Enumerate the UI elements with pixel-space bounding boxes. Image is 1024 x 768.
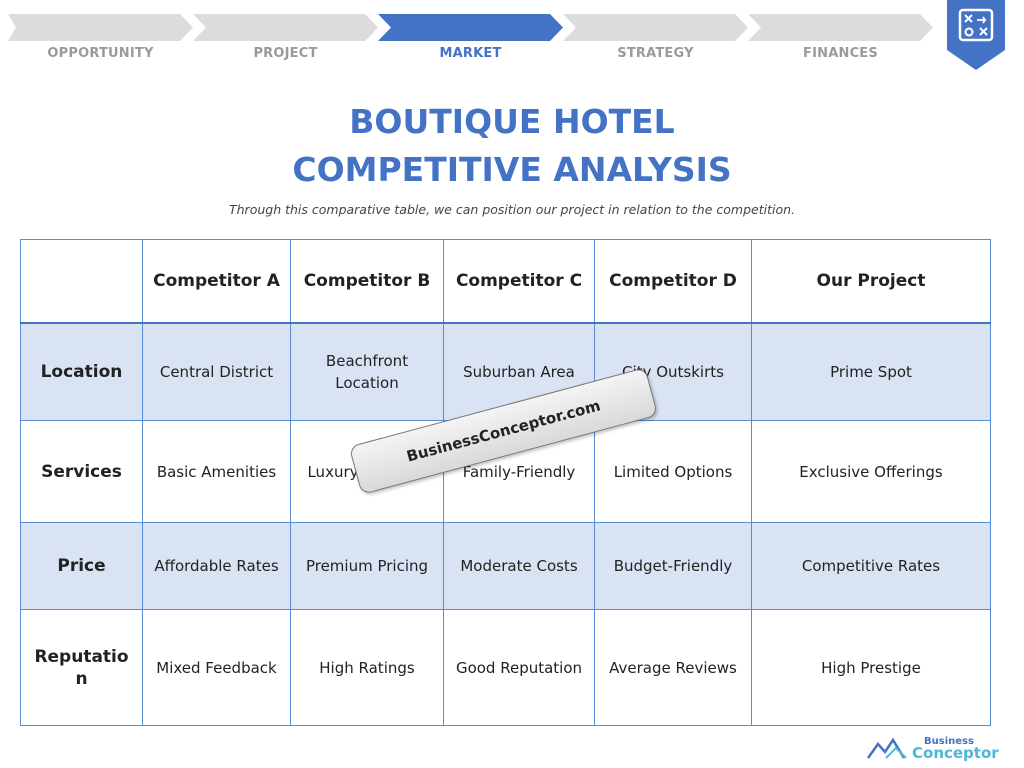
row-label-reputation: Reputation	[20, 609, 143, 726]
page-subtitle: Through this comparative table, we can p…	[229, 202, 795, 217]
strategy-board-icon	[947, 0, 1005, 70]
table-cell: Basic Amenities	[142, 420, 291, 523]
step-finances[interactable]: FINANCES	[748, 14, 933, 66]
table-cell: Limited Options	[594, 420, 752, 523]
step-opportunity[interactable]: OPPORTUNITY	[8, 14, 193, 66]
table-cell: Mixed Feedback	[142, 609, 291, 726]
table-cell: Average Reviews	[594, 609, 752, 726]
title-line-1: BOUTIQUE HOTEL	[349, 102, 675, 141]
chevron-shape	[563, 14, 748, 41]
logo-text-conceptor: Conceptor	[912, 744, 999, 762]
header-our-project: Our Project	[751, 239, 991, 323]
title-line-2: COMPETITIVE ANALYSIS	[292, 150, 732, 189]
step-label: STRATEGY	[617, 46, 694, 61]
step-label: FINANCES	[803, 46, 878, 61]
table-cell: Central District	[142, 322, 291, 421]
table-cell: Moderate Costs	[443, 522, 595, 610]
table-cell: Good Reputation	[443, 609, 595, 726]
table-cell: High Ratings	[290, 609, 444, 726]
row-label-price: Price	[20, 522, 143, 610]
table-row: Reputation Mixed Feedback High Ratings G…	[20, 609, 991, 726]
chevron-shape	[378, 14, 563, 41]
business-conceptor-logo: Business Conceptor	[866, 734, 999, 762]
progress-steps: OPPORTUNITY PROJECT MARKET STRATEGY FINA…	[0, 14, 940, 66]
header-competitor-c: Competitor C	[443, 239, 595, 323]
chevron-shape	[8, 14, 193, 41]
chevron-shape	[748, 14, 933, 41]
header-competitor-b: Competitor B	[290, 239, 444, 323]
logo-text-business: Business	[924, 736, 974, 747]
table-header-row: Competitor A Competitor B Competitor C C…	[20, 239, 991, 323]
step-project[interactable]: PROJECT	[193, 14, 378, 66]
table-cell: Prime Spot	[751, 322, 991, 421]
table-row: Price Affordable Rates Premium Pricing M…	[20, 522, 991, 610]
table-cell: Beachfront Location	[290, 322, 444, 421]
step-market[interactable]: MARKET	[378, 14, 563, 66]
header-competitor-d: Competitor D	[594, 239, 752, 323]
comparison-table: Competitor A Competitor B Competitor C C…	[20, 239, 991, 726]
header-cell-empty	[20, 239, 143, 323]
table-cell: Budget-Friendly	[594, 522, 752, 610]
header-competitor-a: Competitor A	[142, 239, 291, 323]
row-label-location: Location	[20, 322, 143, 421]
row-label-services: Services	[20, 420, 143, 523]
table-cell: Exclusive Offerings	[751, 420, 991, 523]
step-label: MARKET	[439, 46, 502, 61]
table-cell: High Prestige	[751, 609, 991, 726]
table-cell: Premium Pricing	[290, 522, 444, 610]
page-title: BOUTIQUE HOTEL COMPETITIVE ANALYSIS	[0, 98, 1024, 194]
mountain-icon	[866, 737, 907, 759]
table-cell: Affordable Rates	[142, 522, 291, 610]
step-strategy[interactable]: STRATEGY	[563, 14, 748, 66]
chevron-shape	[193, 14, 378, 41]
table-cell: Competitive Rates	[751, 522, 991, 610]
step-label: PROJECT	[253, 46, 318, 61]
step-label: OPPORTUNITY	[47, 46, 154, 61]
